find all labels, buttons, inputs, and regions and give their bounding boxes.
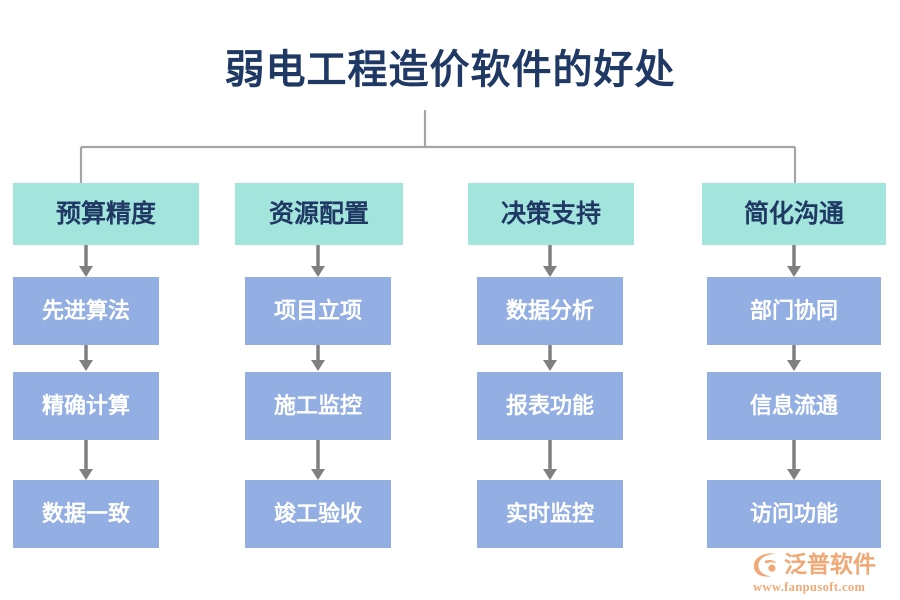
- step-label: 项目立项: [273, 298, 362, 323]
- header-label: 资源配置: [268, 200, 369, 228]
- step-box-col1-2[interactable]: 精确计算: [13, 372, 159, 440]
- step-box-col3-1[interactable]: 数据分析: [477, 277, 623, 345]
- step-label: 先进算法: [41, 298, 130, 323]
- arrow-col2-head-to-step1: [311, 245, 325, 277]
- page-title: 弱电工程造价软件的好处: [224, 47, 676, 92]
- arrow-col4-step2-to-step3: [787, 440, 801, 480]
- header-box-decision-support[interactable]: 决策支持: [468, 183, 634, 245]
- step-label: 数据一致: [41, 501, 130, 526]
- step-box-col2-3[interactable]: 竣工验收: [245, 480, 391, 548]
- step-box-col1-3[interactable]: 数据一致: [13, 480, 159, 548]
- step-label: 竣工验收: [273, 501, 362, 526]
- header-label: 决策支持: [500, 200, 601, 228]
- arrow-col2-step2-to-step3: [311, 440, 325, 480]
- logo-name: 泛普软件: [784, 552, 876, 577]
- arrow-col3-head-to-step1: [543, 245, 557, 277]
- header-label: 预算精度: [55, 200, 156, 228]
- step-box-col4-3[interactable]: 访问功能: [707, 480, 881, 548]
- header-box-resource-allocation[interactable]: 资源配置: [235, 183, 403, 245]
- arrow-col4-step1-to-step2: [787, 345, 801, 371]
- header-box-budget-accuracy[interactable]: 预算精度: [13, 183, 199, 245]
- step-label: 精确计算: [41, 393, 130, 418]
- arrow-col4-head-to-step1: [787, 245, 801, 277]
- step-label: 实时监控: [505, 501, 594, 526]
- step-box-col2-1[interactable]: 项目立项: [245, 277, 391, 345]
- step-label: 报表功能: [505, 393, 594, 418]
- arrow-col2-step1-to-step2: [311, 345, 325, 371]
- arrow-col3-step1-to-step2: [543, 345, 557, 371]
- arrow-col1-head-to-step1: [79, 245, 93, 277]
- step-box-col2-2[interactable]: 施工监控: [245, 372, 391, 440]
- step-label: 施工监控: [273, 393, 362, 418]
- header-label: 简化沟通: [743, 200, 844, 228]
- step-label: 访问功能: [749, 501, 838, 526]
- logo-row: 泛普软件: [752, 551, 876, 578]
- step-label: 部门协同: [749, 298, 838, 323]
- step-box-col4-1[interactable]: 部门协同: [707, 277, 881, 345]
- step-label: 信息流通: [749, 393, 838, 418]
- arrow-col3-step2-to-step3: [543, 440, 557, 480]
- arrow-col1-step2-to-step3: [79, 440, 93, 480]
- arrow-col1-step1-to-step2: [79, 345, 93, 371]
- step-label: 数据分析: [505, 298, 594, 323]
- step-box-col3-3[interactable]: 实时监控: [477, 480, 623, 548]
- logo-url: www.fanpusoft.com: [753, 580, 866, 594]
- step-box-col3-2[interactable]: 报表功能: [477, 372, 623, 440]
- header-box-simplified-communication[interactable]: 简化沟通: [702, 183, 886, 245]
- step-box-col4-2[interactable]: 信息流通: [707, 372, 881, 440]
- fanpu-swoosh-icon: [753, 553, 777, 577]
- brand-logo: 泛普软件 www.fanpusoft.com: [752, 551, 892, 595]
- step-box-col1-1[interactable]: 先进算法: [13, 277, 159, 345]
